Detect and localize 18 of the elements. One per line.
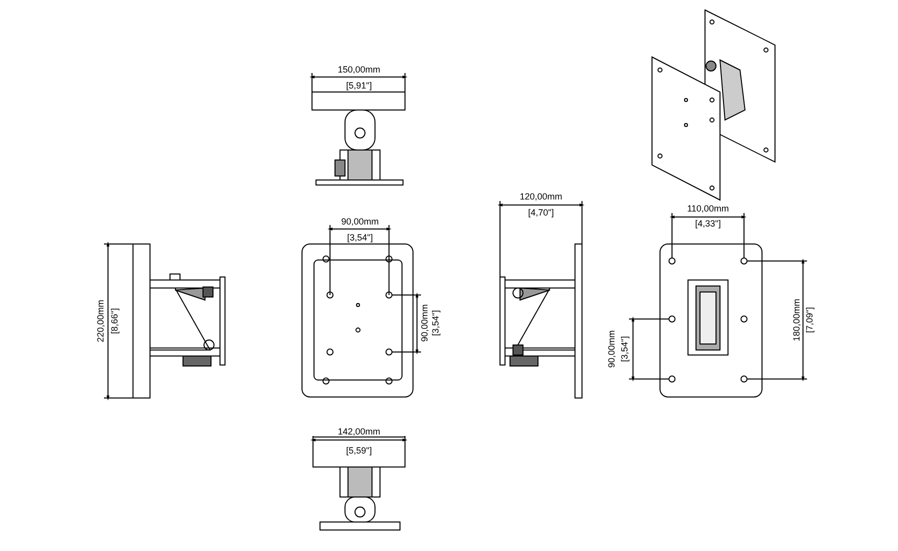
dimension-label: [8,66"] xyxy=(110,308,120,334)
dimension-label: 110,00mm xyxy=(687,204,729,214)
dimension-label: 220,00mm xyxy=(96,300,106,342)
dimension-label: 90,00mm xyxy=(420,304,430,342)
dimension-label: [3,54"] xyxy=(432,310,440,336)
dimension-label: 90,00mm xyxy=(608,330,616,368)
dimension-label: 150,00mm xyxy=(338,66,380,74)
dimension-label: [3,54"] xyxy=(620,336,630,362)
dimension-label: 180,00mm xyxy=(792,298,802,342)
dimension-label: [3,54"] xyxy=(347,234,373,242)
dimension-label: 90,00mm xyxy=(341,218,379,226)
dimension-label: [5,91"] xyxy=(346,82,372,90)
dimension-label: [4,70"] xyxy=(528,208,554,218)
dimension-label: [5,59"] xyxy=(346,446,372,456)
dimension-label: [4,33"] xyxy=(695,220,721,228)
dimension-label: 142,00mm xyxy=(338,428,380,436)
dimension-label: [7,09"] xyxy=(806,307,814,333)
dimension-label: 120,00mm xyxy=(520,192,562,202)
